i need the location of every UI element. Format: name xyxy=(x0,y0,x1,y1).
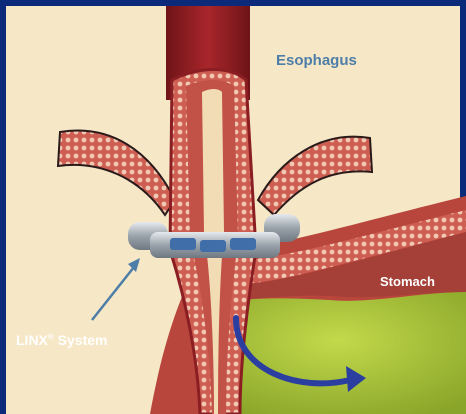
esophagus-label: Esophagus xyxy=(276,52,357,69)
linx-system-label: LINX® System xyxy=(16,332,108,348)
linx-suffix: System xyxy=(54,332,108,348)
linx-name: LINX xyxy=(16,332,48,348)
stomach-label: Stomach xyxy=(380,274,435,289)
